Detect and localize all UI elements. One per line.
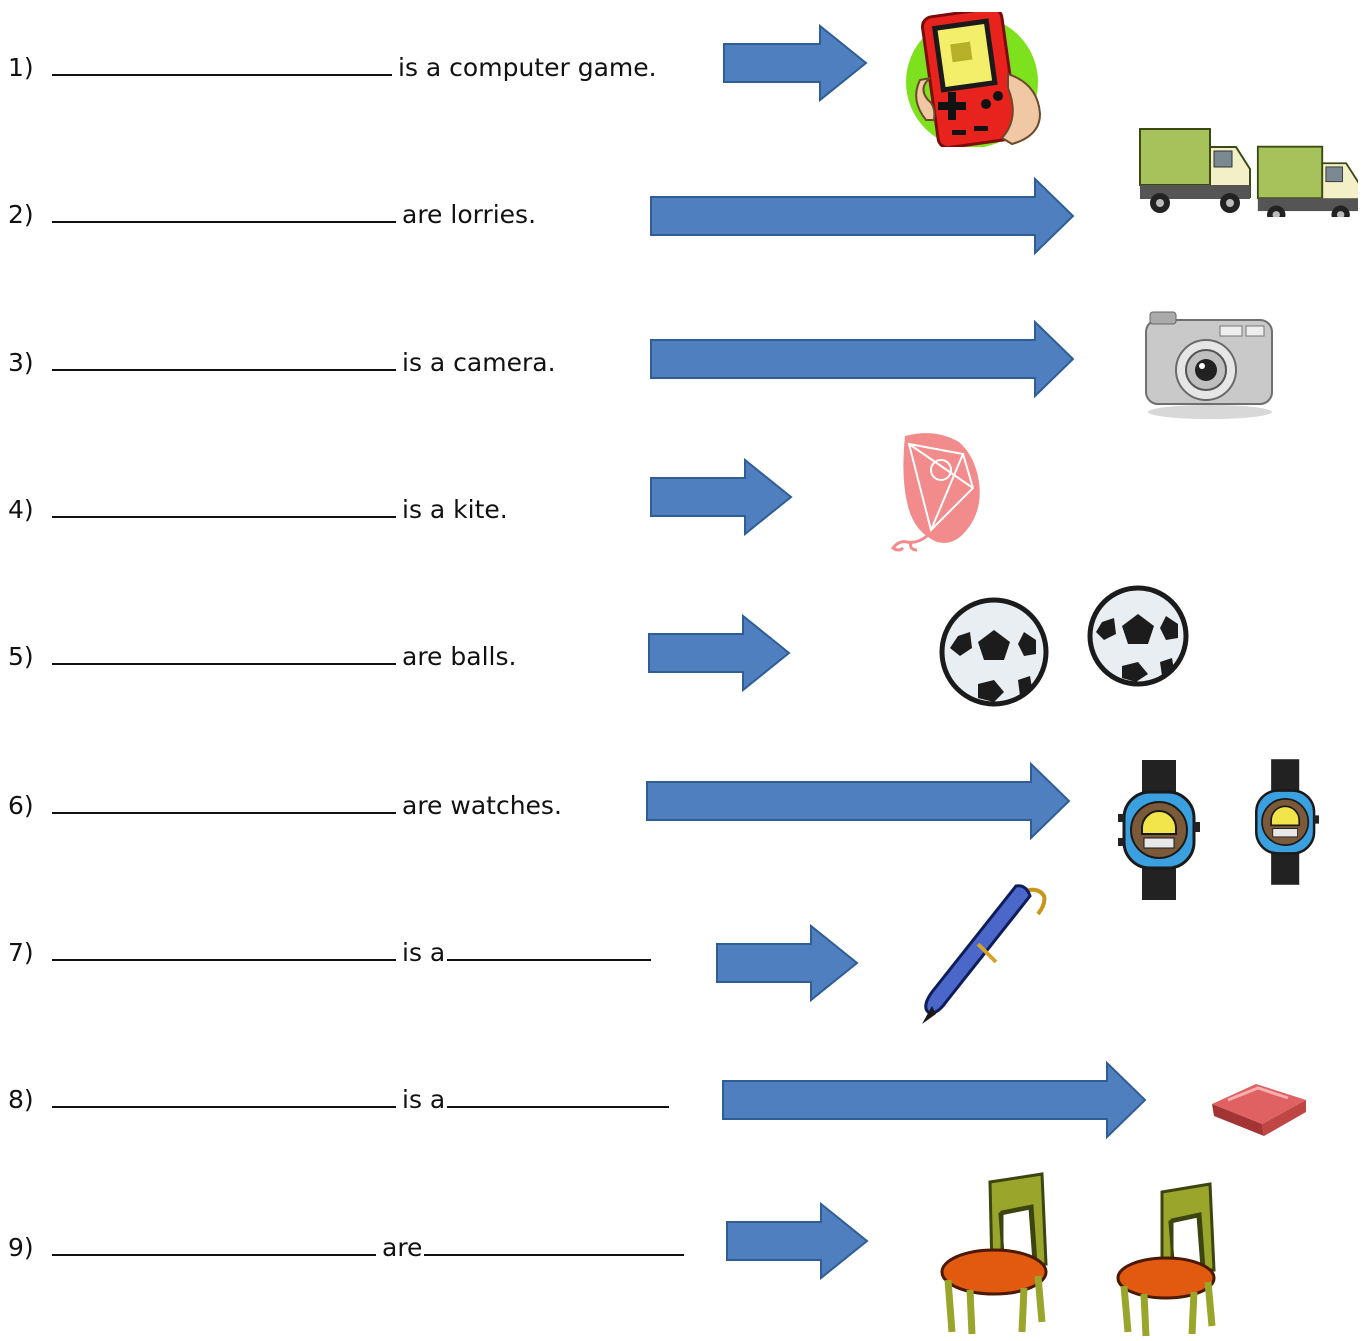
arrow-icon [716,923,859,1003]
item-number: 2) [8,200,34,229]
sentence-text: are lorries. [402,200,537,229]
sentence-row-9: 9) are [8,1222,690,1262]
arrow-icon [722,1060,1147,1140]
answer-blank-2[interactable] [447,1074,670,1108]
sentence-row-5: 5) are balls. [8,631,516,671]
sentence-row-4: 4) is a kite. [8,484,508,524]
item-number: 4) [8,495,34,524]
item-number: 5) [8,642,34,671]
answer-blank[interactable] [52,1074,396,1108]
answer-blank[interactable] [52,631,396,665]
item-number: 6) [8,791,34,820]
answer-blank[interactable] [52,1222,376,1256]
item-number: 1) [8,53,34,82]
chair-icon [1116,1182,1216,1337]
pen-icon [922,884,1047,1024]
answer-blank[interactable] [52,484,396,518]
sentence-text: are watches. [402,791,562,820]
soccer-ball-icon [1087,585,1189,687]
sentence-text: is a [402,938,446,967]
item-number: 9) [8,1233,34,1262]
answer-blank[interactable] [52,42,392,76]
answer-blank-2[interactable] [424,1222,685,1256]
arrow-icon [650,176,1075,256]
answer-blank[interactable] [52,189,396,223]
item-number: 7) [8,938,34,967]
sentence-text: are [382,1233,423,1262]
arrow-icon [650,319,1075,399]
sentence-text: is a kite. [402,495,508,524]
handheld-game-icon [906,12,1042,147]
item-number: 8) [8,1085,34,1114]
answer-blank[interactable] [52,780,396,814]
answer-blank[interactable] [52,337,396,371]
kite-icon [890,433,980,552]
arrow-icon [723,23,868,103]
sentence-row-6: 6) are watches. [8,780,562,820]
lorry-icon [1139,128,1358,217]
arrow-icon [650,457,793,537]
sentence-text: are balls. [402,642,517,671]
sentence-row-2: 2) are lorries. [8,189,536,229]
watch-icon [1118,760,1200,900]
sentence-row-8: 8) is a [8,1074,675,1114]
sentence-row-3: 3) is a camera. [8,337,556,377]
sentence-text: is a camera. [402,348,556,377]
soccer-ball-icon [939,597,1049,707]
item-number: 3) [8,348,34,377]
eraser-icon [1212,1084,1306,1136]
answer-blank-2[interactable] [447,927,652,961]
camera-icon [1145,311,1273,419]
sentence-row-7: 7) is a [8,927,657,967]
sentence-text: is a [402,1085,446,1114]
arrow-icon [646,761,1071,841]
answer-blank[interactable] [52,927,396,961]
watch-icon [1255,759,1320,885]
sentence-text: is a computer game. [398,53,657,82]
chair-icon [940,1172,1048,1335]
sentence-row-1: 1) is a computer game. [8,42,657,82]
arrow-icon [648,613,791,693]
arrow-icon [726,1201,869,1281]
